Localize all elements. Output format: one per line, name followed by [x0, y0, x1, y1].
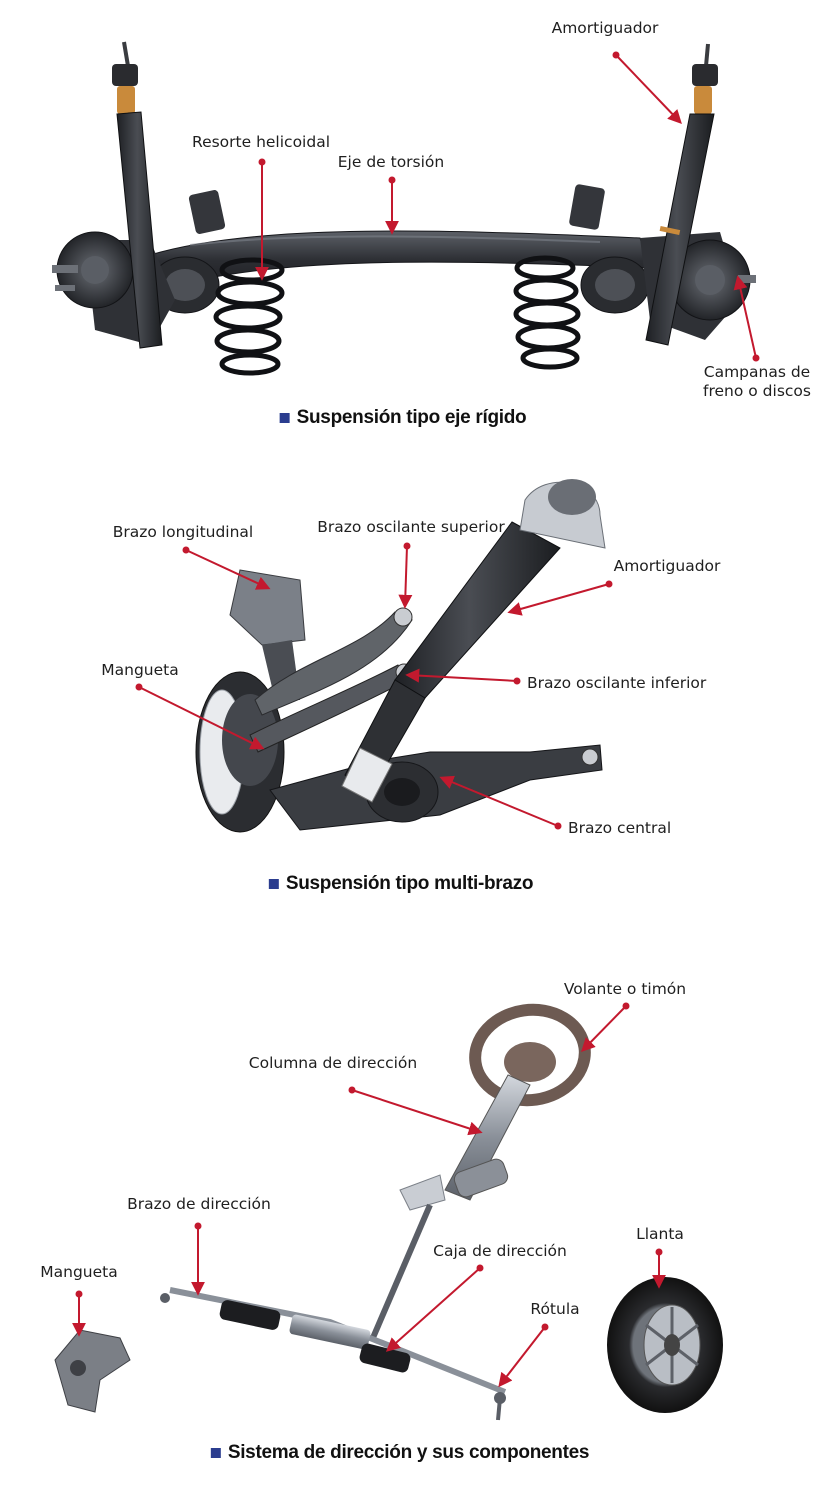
- caption-bullet: [210, 1448, 221, 1458]
- label-brazo-de-direccion: Brazo de dirección: [127, 1195, 271, 1213]
- leader-dots-1: [258, 51, 760, 362]
- torsion-beam: [149, 230, 651, 291]
- leader-dots-2: [135, 542, 613, 830]
- label-llanta: Llanta: [636, 1225, 684, 1243]
- rigid-axle-leaders: [255, 54, 757, 359]
- label-volante: Volante o timón: [563, 980, 687, 998]
- caption-eje-rigido-text: Suspensión tipo eje rígido: [296, 407, 527, 428]
- label-resorte-helicoidal: Resorte helicoidal: [191, 133, 331, 151]
- label-mangueta-2: Mangueta: [40, 1263, 118, 1281]
- label-amortiguador-1: Amortiguador: [551, 19, 659, 37]
- label-eje-de-torsion: Eje de torsión: [337, 153, 445, 171]
- caption-bullet: [268, 879, 279, 889]
- caption-bullet: [279, 413, 290, 423]
- steering-illustration: [54, 1003, 723, 1421]
- label-campanas-de-freno: Campanas de freno o discos: [703, 363, 811, 400]
- label-brazo-oscilante-superior: Brazo oscilante superior: [317, 518, 505, 536]
- caption-multi-brazo: Suspensión tipo multi-brazo: [268, 873, 534, 895]
- caption-eje-rigido: Suspensión tipo eje rígido: [279, 407, 527, 429]
- caption-sistema-direccion-text: Sistema de dirección y sus componentes: [227, 1442, 590, 1463]
- caption-sistema-direccion: Sistema de dirección y sus componentes: [210, 1442, 590, 1464]
- label-brazo-oscilante-inferior: Brazo oscilante inferior: [527, 674, 707, 692]
- caption-multi-brazo-text: Suspensión tipo multi-brazo: [285, 873, 534, 894]
- label-caja-de-direccion: Caja de dirección: [433, 1242, 567, 1260]
- label-brazo-central: Brazo central: [568, 819, 672, 837]
- label-amortiguador-2: Amortiguador: [613, 557, 721, 575]
- label-brazo-longitudinal: Brazo longitudinal: [112, 523, 254, 541]
- leader-dots-3: [75, 1002, 663, 1331]
- label-rotula: Rótula: [530, 1300, 580, 1318]
- rigid-axle-illustration: [52, 41, 756, 376]
- label-columna-de-direccion: Columna de dirección: [248, 1054, 418, 1072]
- label-mangueta-1: Mangueta: [101, 661, 179, 679]
- steering-leaders: [72, 1005, 666, 1388]
- multilink-leaders: [138, 545, 610, 827]
- multilink-illustration: [195, 479, 606, 833]
